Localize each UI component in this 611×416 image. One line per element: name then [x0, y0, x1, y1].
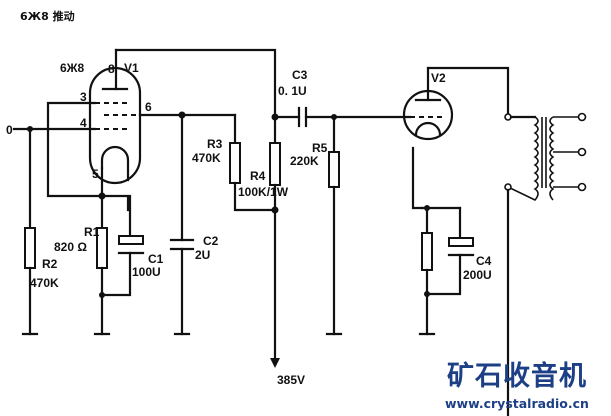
v1-type-label: 6Ж8 [60, 61, 85, 75]
resistor-r3 [229, 142, 241, 184]
c1-value: 100U [132, 265, 161, 279]
output-terminal-3 [577, 182, 587, 192]
v1-pin-6-label: 6 [145, 100, 152, 114]
resistor-r6 [421, 232, 433, 271]
c4-ref: C4 [476, 254, 492, 268]
supply-arrow-icon [270, 358, 280, 368]
c4-value: 200U [463, 268, 492, 282]
c2-ref: C2 [203, 234, 219, 248]
r1-value: 820 Ω [54, 240, 87, 254]
v1-pin-anode-label: 8 [108, 62, 115, 76]
r1-ref: R1 [84, 225, 100, 239]
c2-value: 2U [195, 248, 210, 262]
v1-ref-label: V1 [124, 61, 139, 75]
output-terminal-2 [577, 147, 587, 157]
supply-voltage-label: 385V [277, 373, 305, 387]
v1-pin-4-label: 4 [80, 116, 87, 130]
c3-ref: C3 [292, 68, 308, 82]
r4-value: 100K/1W [238, 185, 289, 199]
tube-v2 [402, 66, 454, 141]
r3-value: 470K [192, 151, 221, 165]
r2-ref: R2 [42, 257, 58, 271]
input-label: 0 [6, 123, 13, 137]
v2-ref-label: V2 [431, 71, 446, 85]
c3-value: 0. 1U [278, 84, 307, 98]
output-transformer [507, 116, 580, 201]
tube-v1 [88, 48, 142, 198]
watermark-url: www.crystalradio.cn [445, 396, 589, 411]
resistor-r2 [24, 227, 36, 269]
r4-ref: R4 [250, 169, 266, 183]
watermark-logo: 矿石收音机 [447, 360, 587, 392]
v1-pin-3-label: 3 [80, 90, 87, 104]
resistor-r4 [269, 142, 281, 186]
resistor-r5 [328, 151, 340, 188]
v1-pin-5-label: 5 [92, 167, 99, 181]
capacitor-c1 [118, 235, 144, 245]
c1-ref: C1 [148, 252, 164, 266]
r2-value: 470K [30, 276, 59, 290]
r5-ref: R5 [312, 141, 328, 155]
r3-ref: R3 [207, 137, 223, 151]
r5-value: 220K [290, 154, 319, 168]
v1-cathode [100, 145, 130, 182]
diagram-title: 6Ж8 推动 [20, 9, 75, 23]
capacitor-c4 [448, 237, 474, 247]
output-terminal-1 [577, 112, 587, 122]
